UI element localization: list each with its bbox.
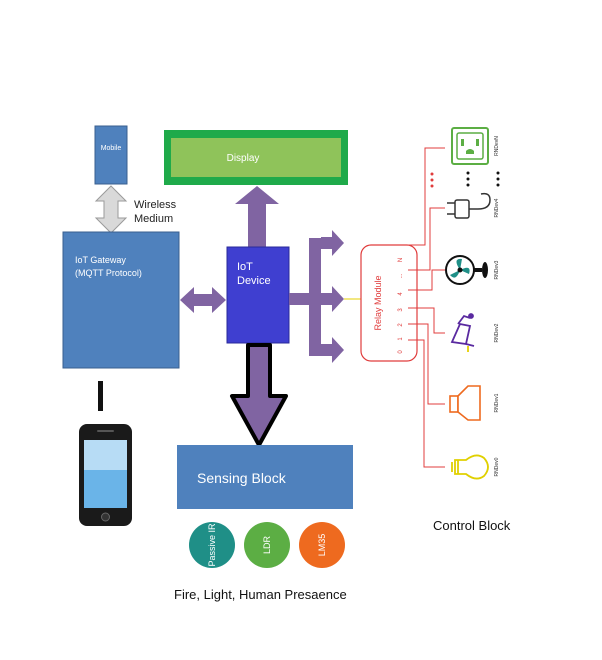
relay-pin-4: 4 [398,292,404,296]
sensor-label-lm35: LM35 [317,534,327,557]
gateway-label-2: (MQTT Protocol) [75,268,142,278]
relay-wiring [408,147,445,468]
device-label-1: RNDev1 [494,393,500,412]
relay-pin-1: 1 [398,337,404,341]
device-label-4: RNDev4 [494,198,500,217]
gateway-label-1: IoT Gateway [75,255,126,265]
device-label-3: RNDev3 [494,260,500,279]
device-label-2: RNDev2 [494,323,500,342]
sensor-label-ldr: LDR [262,536,272,555]
relay-pin-3: 3 [398,308,404,312]
wireless-label-2: Medium [134,213,173,225]
control-block-label: Control Block [433,518,511,533]
relay-pin-2: 2 [398,323,404,327]
relay-pin-dots: ... [398,273,404,278]
wireless-arrow [94,185,128,234]
smartphone-icon [79,424,132,526]
device-label-2: Device [237,275,271,287]
device-dots [466,171,500,187]
sensor-passive-ir: Passive IR [189,522,235,568]
display-block: Display [164,130,348,185]
footer-caption: Fire, Light, Human Presaence [174,587,347,602]
sensor-label-pir: Passive IR [207,523,217,567]
sensor-lm35: LM35 [299,522,345,568]
sensing-label: Sensing Block [197,470,287,486]
device-to-relay-arrows [289,230,344,363]
device-to-display-arrow [235,186,279,247]
gateway-device-arrow [180,287,226,313]
device-label-n: RNDevN [494,136,500,156]
device-label-1: IoT [237,261,253,273]
iot-gateway-block: IoT Gateway (MQTT Protocol) [62,231,180,369]
sensor-ldr: LDR [244,522,290,568]
speaker-icon [449,385,481,421]
device-to-sensing-arrow [230,343,288,447]
bulb-icon [451,454,489,480]
phone-connector [98,381,103,411]
power-socket-icon [451,127,489,165]
iot-device-block: IoT Device [226,246,290,344]
sensing-block: Sensing Block [177,445,353,509]
display-label: Display [227,153,260,164]
relay-title: Relay Module [373,275,383,330]
pump-icon [450,313,475,352]
mobile-block: Mobile [94,125,128,185]
relay-pin-n: N [398,258,404,262]
relay-module: Relay Module N ... 4 3 2 1 0 [360,244,418,362]
relay-dots [430,172,434,188]
plug-icon [447,192,491,219]
wireless-label-1: Wireless [134,199,177,211]
device-label-0: RNDev0 [494,457,500,476]
relay-pin-0: 0 [398,350,404,354]
mobile-label: Mobile [101,145,122,152]
fan-icon [445,255,488,285]
